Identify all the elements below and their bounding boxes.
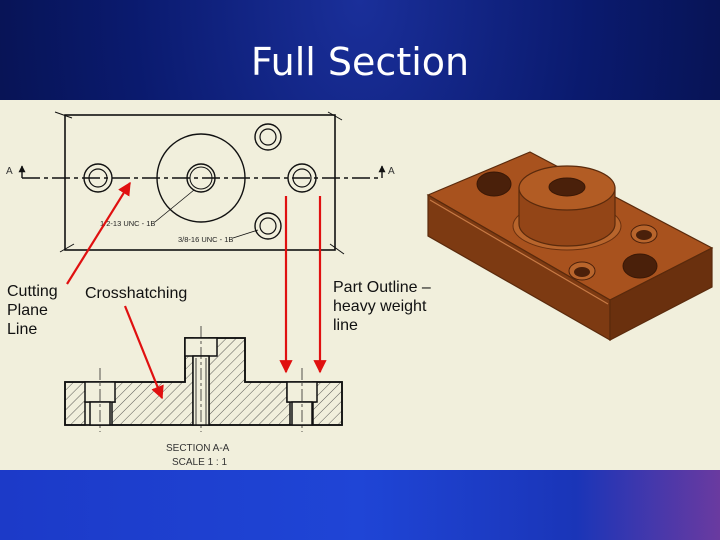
hole-left-inner (88, 168, 108, 188)
section-letter-left: A (6, 166, 13, 177)
break-line (329, 243, 345, 255)
crosshatching-arrow (123, 305, 164, 400)
break-line (59, 243, 75, 253)
plate-hole-back-left (476, 171, 512, 197)
cutting-plane-label: Cutting Plane Line (7, 283, 58, 338)
callout-leader (154, 189, 195, 223)
hole-right-outer (287, 163, 317, 193)
callout-leader (232, 229, 259, 239)
plate-edge-highlight (429, 199, 609, 305)
hole-top-outer (254, 123, 282, 151)
break-line (54, 111, 73, 119)
section-outline (64, 337, 343, 426)
crosshatching-label: Crosshatching (85, 285, 188, 302)
thread-callout-large: 3/8-16 UNC - 1B (178, 235, 233, 244)
cutting-plane-arrow (66, 181, 131, 285)
section-title: SECTION A-A (166, 443, 230, 454)
boss-hole (186, 163, 216, 193)
part-outline-label: Part Outline – heavy weight line (333, 279, 431, 334)
plate-side-face (609, 247, 713, 341)
top-view: A A 1/2-13 UNC - 1B 3/8-16 UNC - 1B (6, 111, 395, 255)
boss-bore-3d (548, 177, 586, 197)
plate-hole-front-right (622, 253, 658, 279)
hole-bottom-inner (259, 217, 277, 235)
plate-hole-right-inner (636, 230, 652, 240)
break-line (327, 111, 343, 121)
section-view: SECTION A-A SCALE 1 : 1 (64, 326, 343, 468)
top-view-outline (64, 114, 336, 251)
thread-callout-small: 1/2-13 UNC - 1B (100, 219, 155, 228)
hole-left-outer (83, 163, 113, 193)
section-scale: SCALE 1 : 1 (172, 457, 227, 468)
slide-title: Full Section (250, 40, 470, 84)
annotation-arrows (66, 181, 327, 400)
hole-top-inner (259, 128, 277, 146)
plate-hole-front-inner (574, 267, 590, 277)
boss-outer-circle (156, 133, 246, 223)
hole-bottom-outer (254, 212, 282, 240)
boss-hole-thread (189, 166, 213, 190)
hole-right-inner (292, 168, 312, 188)
bottom-band (0, 470, 720, 540)
isometric-part-3d (426, 151, 714, 342)
section-letter-right: A (388, 166, 395, 177)
